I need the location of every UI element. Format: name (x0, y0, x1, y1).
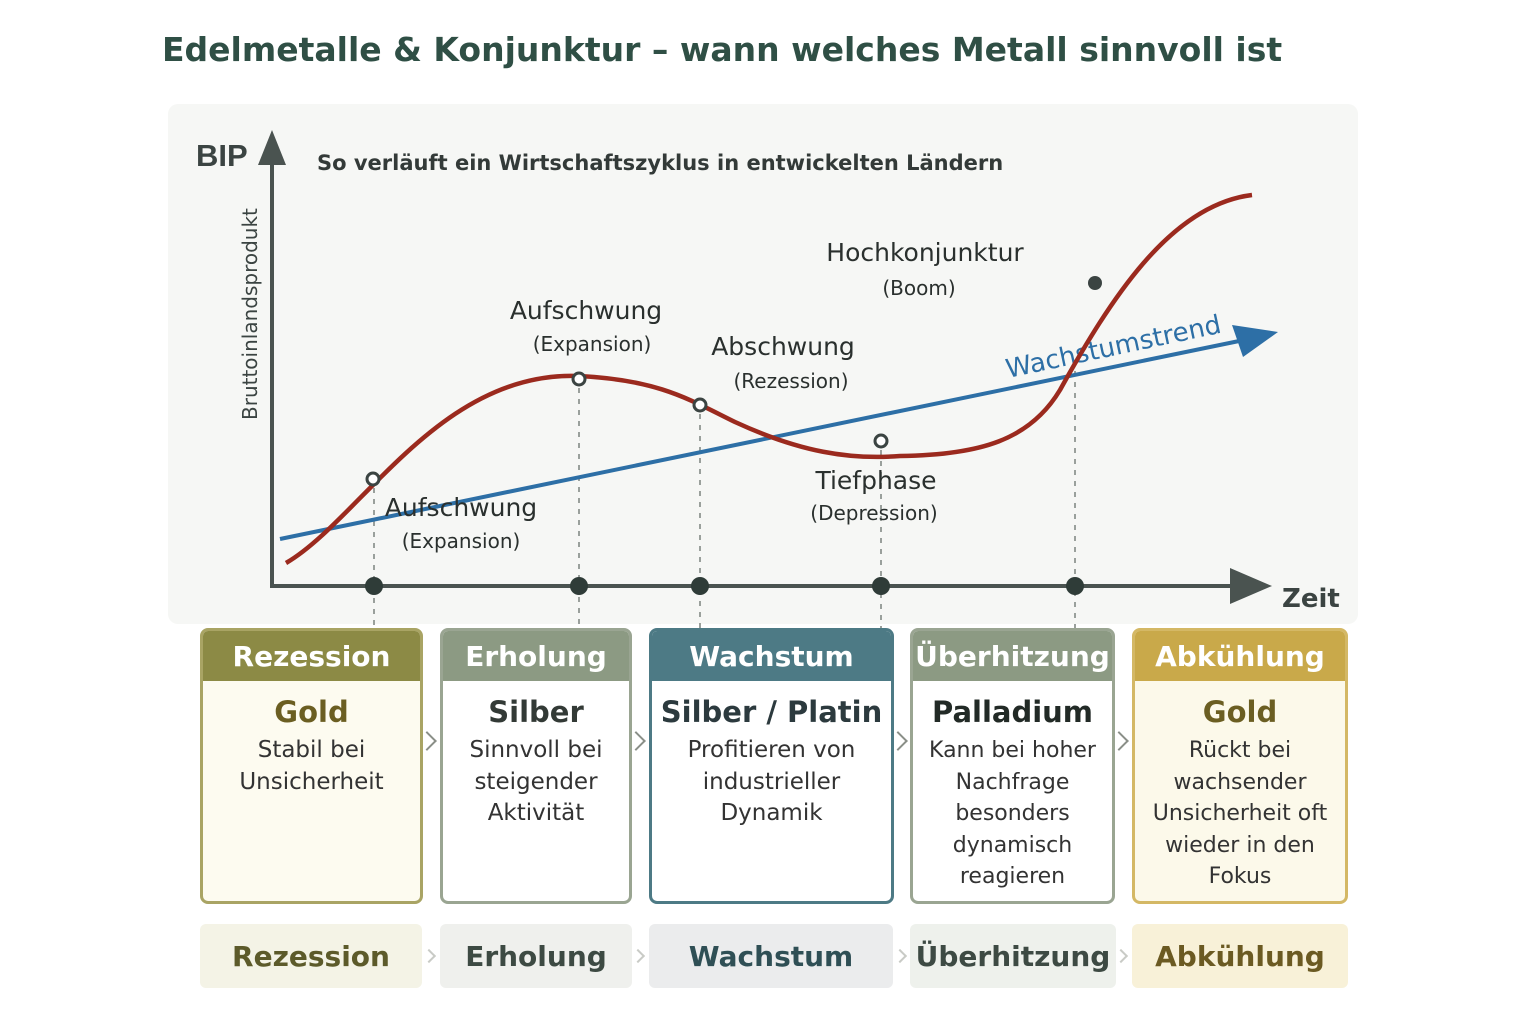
phase-card-rezession: Rezession Gold Stabil bei Unsicherheit (200, 628, 423, 904)
phase-card-erholung: Erholung Silber Sinnvoll bei steigender … (440, 628, 632, 904)
band-rezession: Rezession (200, 924, 422, 988)
y-axis-label: BIP (196, 138, 248, 173)
page-title: Edelmetalle & Konjunktur – wann welches … (162, 30, 1283, 69)
growth-trend-line (279, 338, 1245, 541)
card-description: Stabil bei Unsicherheit (239, 737, 384, 795)
phase-card-wachstum: Wachstum Silber / Platin Profitieren von… (649, 628, 894, 904)
card-description: Profitieren von industrieller Dynamik (687, 737, 856, 826)
card-metal: Palladium (931, 695, 1094, 729)
phase-label-name: Aufschwung (385, 493, 537, 522)
axis-dot (1066, 577, 1084, 595)
economic-cycle-curve (284, 192, 1253, 565)
x-axis-label: Zeit (1282, 584, 1340, 614)
trend-arrow-icon (1232, 325, 1278, 357)
band-wachstum: Wachstum (649, 924, 893, 988)
phase-label-sub: (Rezession) (733, 369, 848, 393)
phase-label-name: Aufschwung (510, 296, 662, 325)
axis-dot (691, 577, 709, 595)
phase-card-abkuehlung: Abkühlung Gold Rückt bei wachsender Unsi… (1132, 628, 1348, 904)
diagram-panel (168, 104, 1358, 624)
phase-card-ueberhitzung: Überhitzung Palladium Kann bei hoher Nac… (910, 628, 1115, 904)
phase-label-name: Tiefphase (814, 466, 936, 495)
band-ueberhitzung: Überhitzung (910, 924, 1116, 988)
axis-dot (872, 577, 890, 595)
card-header: Rezession (203, 631, 420, 681)
curve-marker (571, 371, 587, 387)
card-header: Erholung (443, 631, 629, 681)
card-header: Abkühlung (1135, 631, 1345, 681)
card-metal: Gold (274, 695, 349, 729)
phase-label-name: Abschwung (711, 332, 855, 361)
phase-label-sub: (Depression) (810, 501, 937, 525)
band-abkuehlung: Abkühlung (1132, 924, 1348, 988)
card-description: Sinnvoll bei steigender Aktivität (469, 737, 603, 826)
x-axis-arrow-icon (1230, 568, 1272, 604)
axis-dot (365, 577, 383, 595)
axis-dot (570, 577, 588, 595)
diagram-subtitle: So verläuft ein Wirtschaftszyklus in ent… (317, 151, 1003, 175)
card-metal: Silber (488, 695, 584, 729)
curve-marker (873, 433, 889, 449)
card-header: Wachstum (652, 631, 891, 681)
phase-label-sub: (Expansion) (402, 529, 521, 553)
card-description: Rückt bei wachsender Unsicherheit oft wi… (1152, 738, 1328, 889)
card-metal: Silber / Platin (660, 695, 883, 729)
boom-marker (1088, 276, 1102, 290)
card-header: Überhitzung (913, 631, 1112, 681)
phase-label-sub: (Expansion) (533, 332, 652, 356)
y-axis-arrow-icon (258, 130, 286, 165)
phase-label-sub: (Boom) (882, 276, 955, 300)
band-erholung: Erholung (440, 924, 632, 988)
curve-marker (365, 471, 381, 487)
y-axis-sublabel: Bruttoinlandsprodukt (238, 208, 262, 420)
curve-marker (692, 397, 708, 413)
trend-label: Wachstumstrend (1003, 310, 1224, 385)
card-description: Kann bei hoher Nachfrage besonders dynam… (929, 738, 1096, 889)
phase-label-name: Hochkonjunktur (826, 238, 1024, 267)
card-metal: Gold (1202, 695, 1278, 729)
